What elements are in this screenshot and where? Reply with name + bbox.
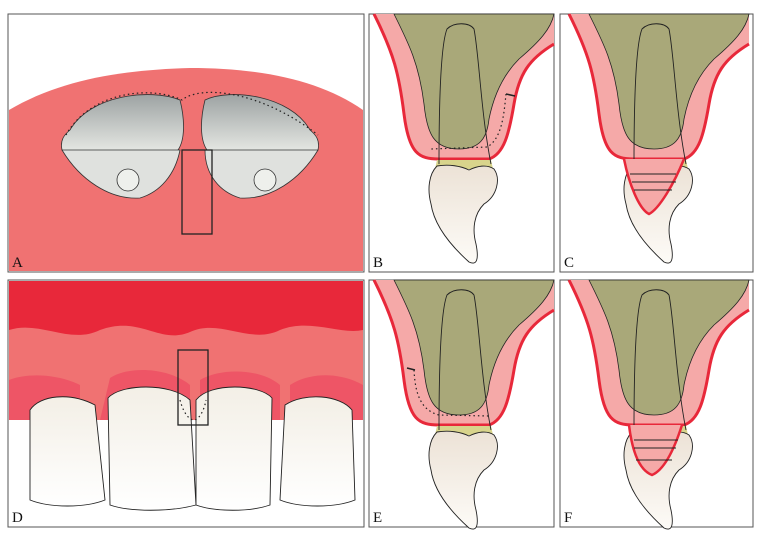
panel-a: A: [7, 13, 365, 273]
panel-b: B: [368, 12, 556, 273]
panel-label: A: [12, 255, 23, 271]
repositioned-flap: [627, 424, 684, 477]
panel-c: C: [559, 12, 754, 273]
flap-outline: [181, 149, 213, 235]
incision-line: [413, 369, 490, 417]
panel-label: B: [373, 255, 383, 271]
panel-f: F: [559, 278, 754, 531]
incision-line: [65, 91, 319, 136]
panel-d: D: [7, 279, 365, 528]
panel-label: F: [564, 510, 572, 526]
repositioned-flap: [622, 158, 686, 216]
palate-gingiva: [9, 68, 363, 271]
tooth-central-right: [195, 386, 273, 511]
tooth-lateral-left: [29, 396, 106, 507]
panel-e: E: [368, 278, 556, 531]
panel-label: E: [373, 510, 382, 526]
sutures: [630, 173, 676, 191]
tooth-lateral-right: [279, 396, 356, 507]
panel-label: D: [12, 510, 23, 526]
tooth-central-left: [107, 386, 197, 511]
flap-outline: [177, 349, 209, 426]
panel-label: C: [564, 255, 574, 271]
sutures: [634, 439, 678, 461]
